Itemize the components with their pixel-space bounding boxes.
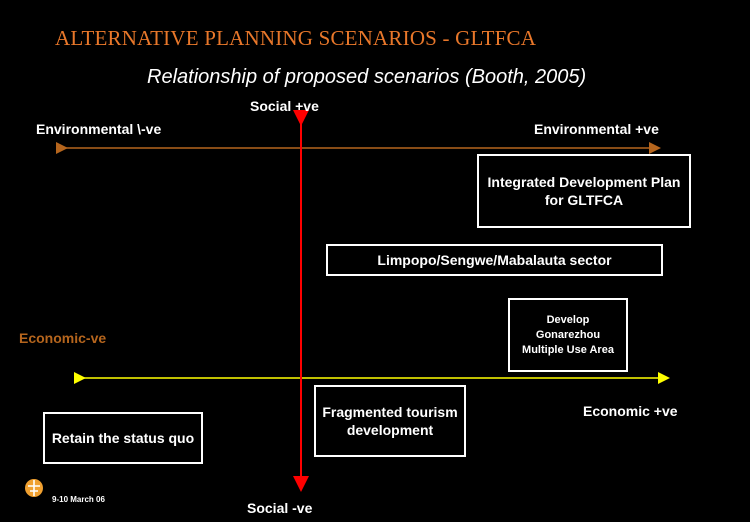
scenario-limpopo-box: Limpopo/Sengwe/Mabalauta sector (326, 244, 663, 276)
footer-date: 9-10 March 06 (52, 495, 105, 504)
economic-negative-label: Economic-ve (19, 330, 107, 346)
social-positive-label: Social +ve (250, 98, 319, 114)
environmental-positive-label: Environmental +ve (534, 121, 659, 137)
slide-subtitle: Relationship of proposed scenarios (Boot… (147, 66, 587, 88)
slide-title: ALTERNATIVE PLANNING SCENARIOS - GLTFCA (55, 26, 537, 50)
scenario-integrated-box: Integrated Development Plan for GLTFCA (477, 154, 691, 228)
organization-logo-icon (24, 478, 44, 498)
economic-positive-label: Economic +ve (583, 403, 678, 419)
social-negative-label: Social -ve (247, 500, 313, 516)
scenario-status-quo-box: Retain the status quo (43, 412, 203, 464)
scenario-fragmented-box: Fragmented tourism development (314, 385, 466, 457)
scenario-gonarezhou-box: Develop Gonarezhou Multiple Use Area (508, 298, 628, 372)
environmental-negative-label: Environmental \-ve (36, 121, 162, 137)
